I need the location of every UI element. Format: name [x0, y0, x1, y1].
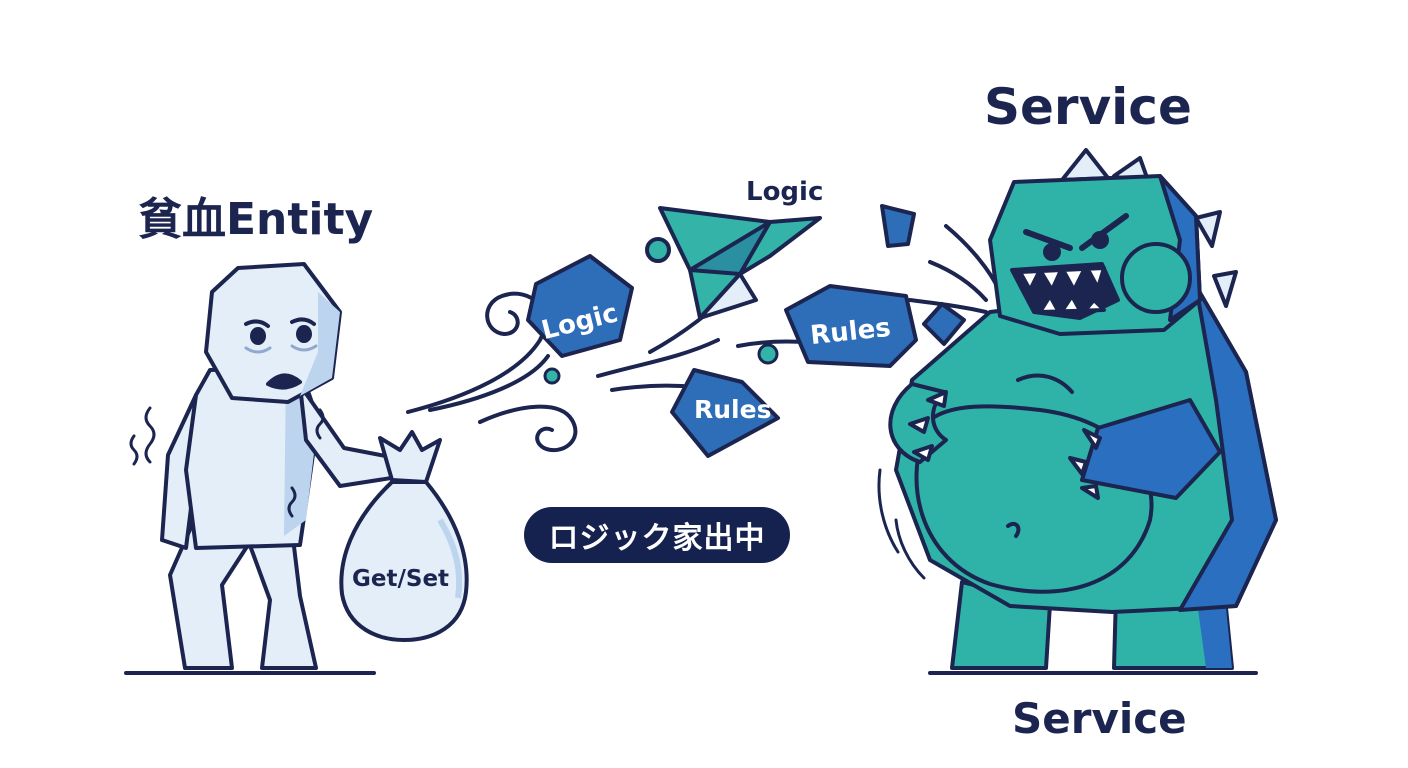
logic-floating-label: Logic: [746, 177, 823, 207]
rules-chip-center: Rules: [670, 368, 780, 458]
service-title-top: Service: [984, 78, 1192, 136]
service-monster: [877, 148, 1278, 670]
entity-title: 貧血Entity: [138, 194, 373, 245]
rules-chip-right: Rules: [784, 284, 918, 368]
particle-dot: [757, 343, 779, 365]
service-title-bottom: Service: [1012, 694, 1187, 743]
particle-dot: [543, 367, 561, 385]
paper-plane-logic: [658, 206, 822, 320]
anemic-entity-figure: [129, 262, 406, 670]
rules-chip-center-label: Rules: [694, 395, 771, 424]
logic-chip: Logic: [526, 254, 634, 358]
shard: [922, 302, 966, 346]
bag-label: Get/Set: [352, 566, 449, 592]
logic-runaway-badge: ロジック家出中: [524, 507, 790, 563]
shard: [880, 204, 916, 248]
get-set-bag: Get/Set: [339, 430, 469, 642]
particle-dot: [645, 237, 671, 263]
wind-swirls: [406, 224, 1002, 452]
